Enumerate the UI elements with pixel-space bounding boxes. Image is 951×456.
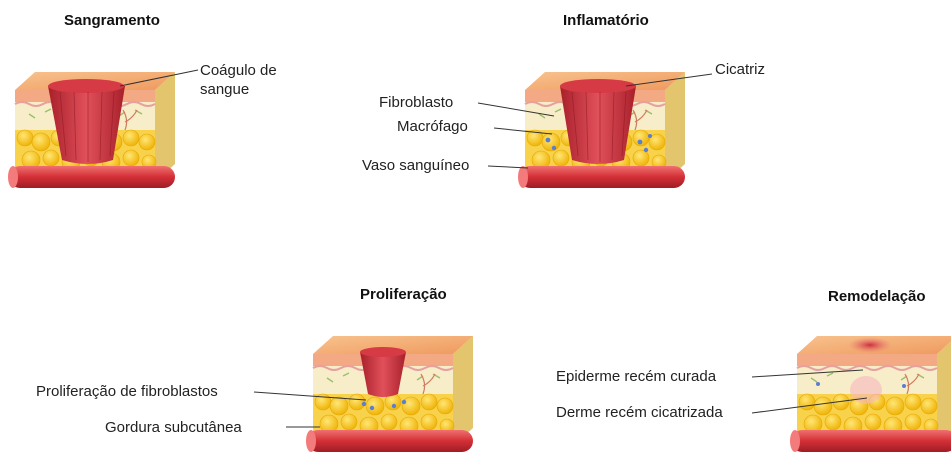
stage-remodeling-illustration <box>790 336 951 452</box>
healed-scar-mark <box>848 337 892 353</box>
stage-title-remodeling: Remodelação <box>828 288 926 305</box>
label-subcutaneous-fat: Gordura subcutânea <box>105 418 242 437</box>
label-blood-vessel: Vaso sanguíneo <box>362 156 469 175</box>
stage-title-inflammatory: Inflamatório <box>563 12 649 29</box>
label-scar: Cicatriz <box>715 60 765 79</box>
label-new-epidermis: Epiderme recém curada <box>556 367 716 386</box>
label-fibroblast-proliferation: Proliferação de fibroblastos <box>36 382 218 401</box>
stage-inflammatory-illustration <box>518 72 685 188</box>
stage-title-proliferation: Proliferação <box>360 286 447 303</box>
label-macrophage: Macrófago <box>397 117 468 136</box>
label-blood-clot: Coágulo de sangue <box>200 61 290 99</box>
stage-proliferation-illustration <box>306 336 473 452</box>
scar-clot <box>560 86 636 164</box>
label-fibroblast: Fibroblasto <box>379 93 453 112</box>
stage-bleeding-illustration <box>8 72 175 188</box>
leader-lines <box>120 70 867 427</box>
stage-title-bleeding: Sangramento <box>64 12 160 29</box>
label-new-dermis: Derme recém cicatrizada <box>556 403 723 422</box>
